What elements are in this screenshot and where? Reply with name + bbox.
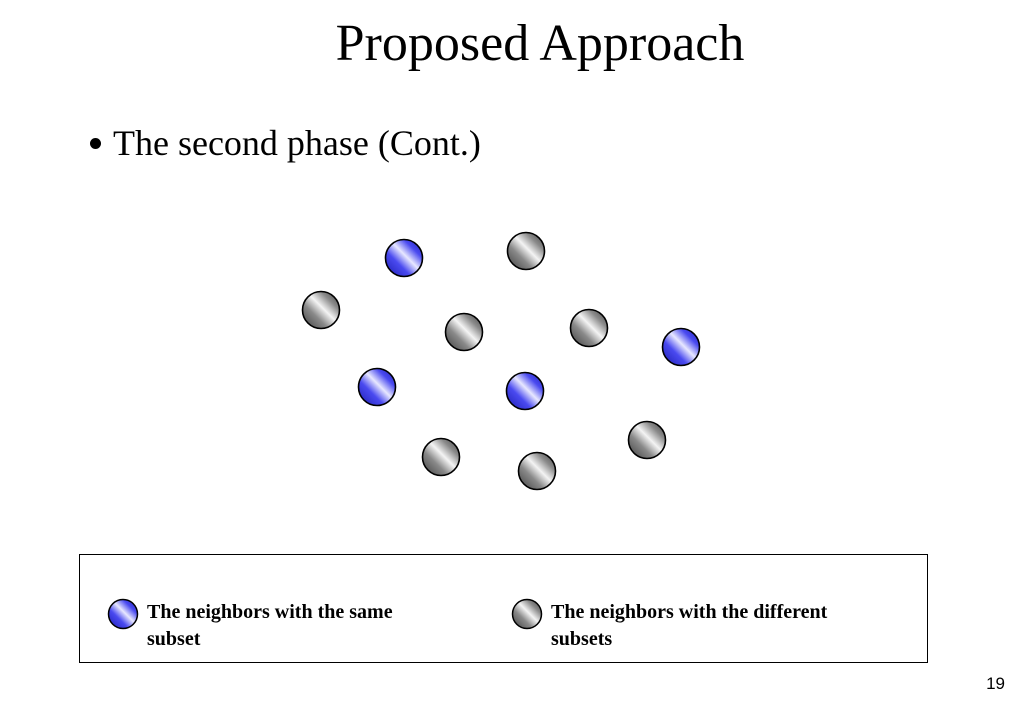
different-subset-node: [506, 231, 546, 271]
different-subset-node: [627, 420, 667, 460]
different-subset-node: [569, 308, 609, 348]
same-subset-node: [661, 327, 701, 367]
gray-node-icon: [511, 598, 543, 630]
same-subset-node: [505, 371, 545, 411]
legend-label-different: The neighbors with the different subsets: [551, 601, 828, 650]
bullet-item: The second phase (Cont.): [90, 121, 481, 165]
slide-title: Proposed Approach: [335, 15, 745, 72]
node-layer: [301, 231, 701, 491]
legend-label-same: The neighbors with the same subset: [147, 601, 393, 650]
blue-node-icon: [107, 598, 139, 630]
legend-item-different-subsets: The neighbors with the different subsets: [511, 598, 871, 653]
bullet-dot-icon: [90, 138, 101, 150]
legend-box: The neighbors with the same subset The n…: [79, 554, 928, 663]
page-number: 19: [986, 674, 1005, 693]
different-subset-node: [421, 437, 461, 477]
bullet-text: The second phase (Cont.): [113, 123, 481, 163]
different-subset-node: [301, 290, 341, 330]
different-subset-node: [517, 451, 557, 491]
legend-item-same-subset: The neighbors with the same subset: [107, 598, 437, 653]
different-subset-node: [444, 312, 484, 352]
same-subset-node: [357, 367, 397, 407]
same-subset-node: [384, 238, 424, 278]
